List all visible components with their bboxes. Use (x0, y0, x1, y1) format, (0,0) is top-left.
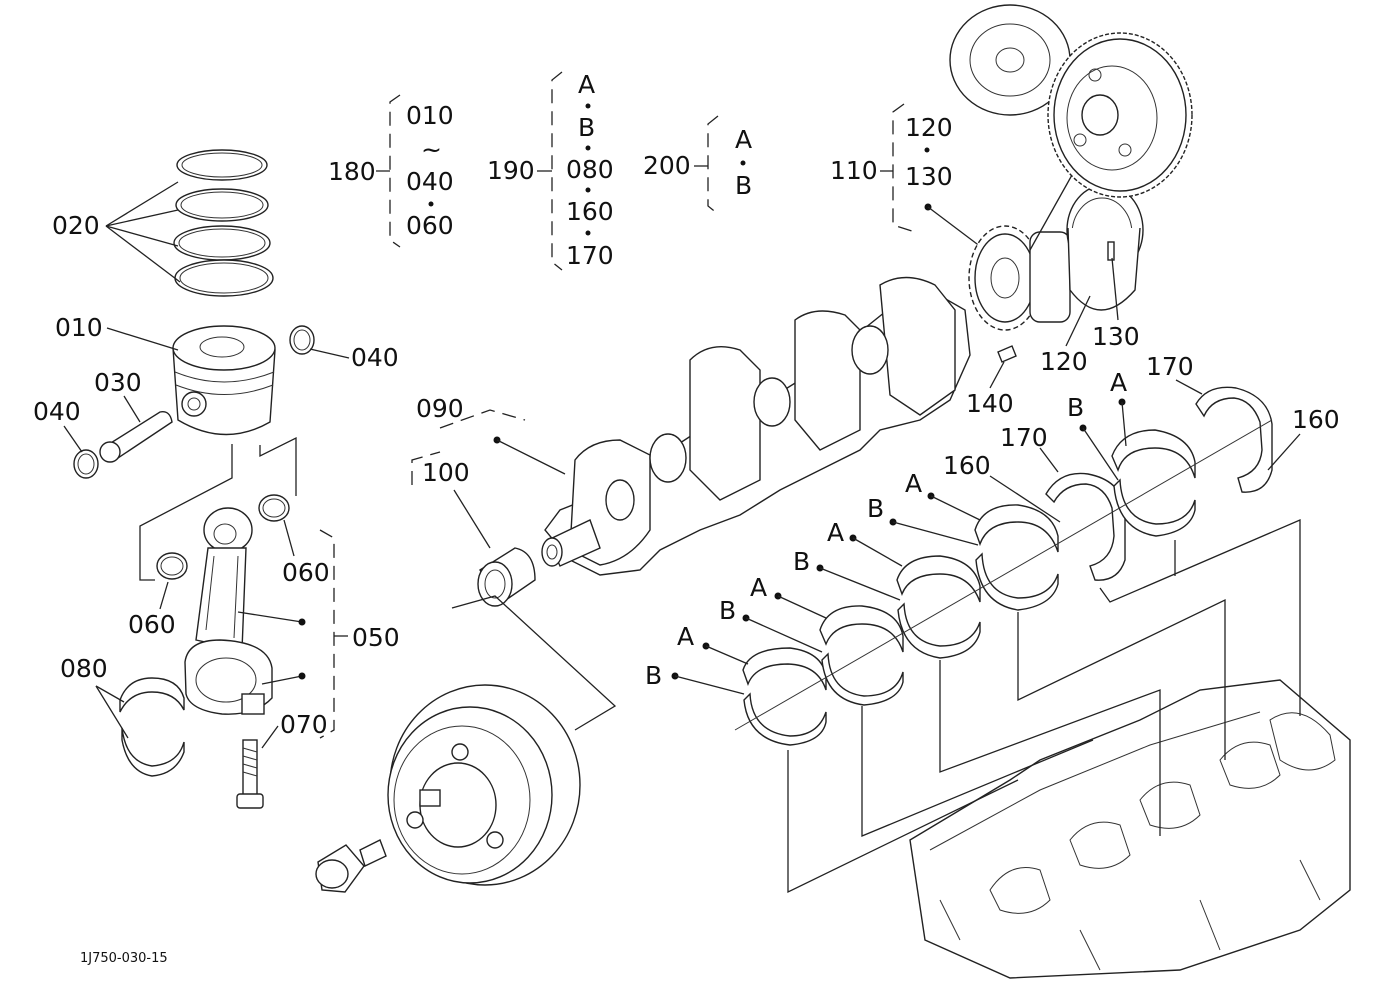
rod-bolt (236, 739, 264, 809)
group-190-item-2: B (578, 113, 595, 142)
svg-text:B: B (645, 661, 662, 690)
gear-sleeve (477, 547, 536, 607)
group-190: 190 A B 080 160 170 (487, 70, 614, 271)
rod-bearing (119, 677, 185, 777)
connecting-rod (184, 507, 273, 715)
group-110-item-1: 120 (905, 113, 953, 142)
svg-text:A: A (905, 469, 922, 498)
callout-170-left: 170 (1000, 423, 1048, 452)
group-110-item-2: 130 (905, 162, 953, 191)
piston-rings (173, 149, 274, 297)
group-110: 110 120 130 (830, 103, 986, 251)
svg-text:A: A (677, 622, 694, 651)
callout-160-right: 160 (1292, 405, 1340, 434)
callout-010: 010 (55, 313, 103, 342)
group-190-item-1: A (578, 70, 595, 99)
crank-gear (968, 225, 1071, 331)
group-200: 200 A B (643, 115, 752, 215)
piston-pin (99, 411, 173, 463)
callout-060-left: 060 (128, 610, 176, 639)
group-190-item-4: 160 (566, 197, 614, 226)
thrust-collar (1066, 184, 1144, 311)
callout-100: 100 (422, 458, 470, 487)
callout-040-left: 040 (33, 397, 81, 426)
cam-gear (1047, 32, 1193, 198)
svg-text:B: B (1067, 393, 1084, 422)
callout-050: 050 (352, 623, 400, 652)
callout-080: 080 (60, 654, 108, 683)
callout-020: 020 (52, 211, 100, 240)
main-bearings (742, 386, 1273, 746)
diagram-code: 1J750-030-15 (80, 951, 168, 966)
crankshaft (541, 276, 971, 576)
group-180-label: 180 (328, 157, 376, 186)
pulley-bolt (315, 839, 387, 893)
callout-030: 030 (94, 368, 142, 397)
group-180-item-1: 010 (406, 101, 454, 130)
idle-gear (949, 4, 1071, 116)
group-180-item-2: ~ (421, 135, 442, 164)
svg-text:B: B (719, 596, 736, 625)
group-190-label: 190 (487, 156, 535, 185)
callout-130: 130 (1092, 322, 1140, 351)
callout-090: 090 (416, 394, 464, 423)
svg-text:A: A (750, 573, 767, 602)
callout-160-left: 160 (943, 451, 991, 480)
bearing-marks: B A B A B A B A B A (645, 368, 1127, 695)
group-180-item-3: 040 (406, 167, 454, 196)
group-200-item-1: A (735, 125, 752, 154)
group-190-item-3: 080 (566, 155, 614, 184)
svg-text:B: B (867, 494, 884, 523)
callout-120: 120 (1040, 347, 1088, 376)
group-180-item-4: 060 (406, 211, 454, 240)
callout-060-right: 060 (282, 558, 330, 587)
piston (172, 325, 276, 436)
callout-140: 140 (966, 389, 1014, 418)
key (997, 345, 1017, 363)
callout-040-right: 040 (351, 343, 399, 372)
group-180: 180 010 ~ 040 060 (328, 94, 454, 248)
callout-070: 070 (280, 710, 328, 739)
group-200-item-2: B (735, 171, 752, 200)
callout-170-right: 170 (1146, 352, 1194, 381)
group-110-label: 110 (830, 156, 878, 185)
group-190-item-5: 170 (566, 241, 614, 270)
svg-text:B: B (793, 547, 810, 576)
group-200-label: 200 (643, 151, 691, 180)
cylinder-block (909, 679, 1351, 979)
crank-pulley (387, 684, 581, 886)
svg-text:A: A (827, 518, 844, 547)
svg-text:A: A (1110, 368, 1127, 397)
